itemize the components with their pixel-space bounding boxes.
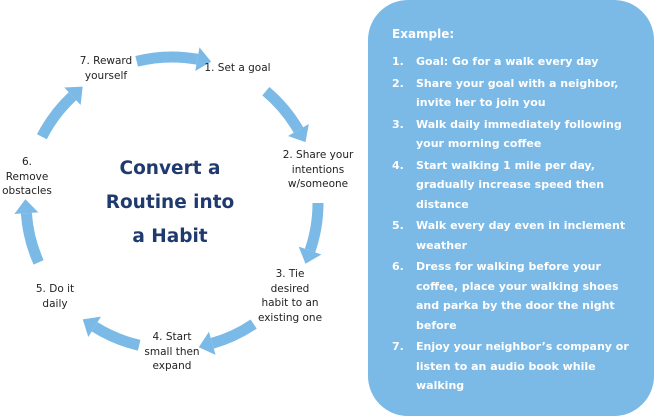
cycle-arrow-shaft [262, 86, 304, 133]
cycle-arrow-shaft [135, 51, 199, 67]
item-number: 5. [392, 219, 404, 232]
cycle-arrow-head-icon [14, 199, 39, 215]
cycle-arrow-head-icon [195, 47, 212, 72]
example-item: 4. Start walking 1 mile per day, graduall… [392, 156, 637, 215]
cycle-arrow-head-icon [82, 316, 101, 337]
example-list: 1. Goal: Go for a walk every day 2. Share … [392, 52, 637, 398]
item-text: Dress for walking before your coffee, pl… [416, 260, 619, 332]
cycle-arrow-shaft [304, 202, 324, 253]
step-2-share-intentions: 2. Share your intentions w/someone [282, 149, 354, 190]
item-text: Enjoy your neighbor’s company or listen … [416, 340, 629, 392]
cycle-arrow-shaft [20, 212, 44, 265]
cycle-arrow-head-icon [198, 331, 216, 355]
step-4-start-small: 4. Start small then expand [144, 331, 200, 372]
example-item: 7. Enjoy your neighbor’s company or liste… [392, 337, 637, 396]
item-text: Walk every day even in inclement weather [416, 219, 626, 252]
item-number: 1. [392, 55, 404, 68]
item-text: Walk daily immediately following your mo… [416, 117, 622, 151]
step-1-set-goal: 1. Set a goal [204, 62, 271, 74]
item-text: Start walking 1 mile per day, gradually … [416, 158, 605, 211]
item-number: 6. [392, 260, 404, 273]
item-text: Goal: Go for a walk every day [416, 55, 599, 68]
example-panel: Example: 1. Goal: Go for a walk every day… [368, 0, 654, 416]
example-item: 2. Share your goal with a neighbor, invit… [392, 74, 637, 113]
step-7-reward-yourself: 7. Reward yourself [79, 55, 133, 82]
example-heading: Example: [392, 27, 455, 41]
habit-cycle-arrows [14, 47, 324, 355]
cycle-arrow-head-icon [298, 246, 322, 264]
item-text: Share your goal with a neighbor, invite … [416, 76, 619, 110]
step-5-do-daily: 5. Do it daily [35, 283, 75, 310]
example-item: 3. Walk daily immediately following your … [392, 115, 637, 154]
example-item: 6. Dress for walking before your coffee, … [392, 257, 637, 335]
step-6-remove-obstacles: 6. Remove obstacles [2, 156, 52, 197]
diagram-title: Convert a Routine into a Habit [105, 158, 235, 247]
cycle-arrow-shaft [91, 322, 141, 351]
item-number: 4. [392, 158, 404, 172]
step-3-tie-habit: 3. Tie desired habit to an existing one [257, 268, 323, 324]
cycle-arrow-shaft [210, 319, 257, 349]
item-number: 7. [392, 340, 404, 353]
example-item: 5. Walk every day even in inclement weath… [392, 216, 637, 255]
cycle-arrow-head-icon [288, 124, 309, 143]
example-item: 1. Goal: Go for a walk every day [392, 52, 637, 72]
cycle-arrow-shaft [37, 92, 77, 140]
item-number: 2. [392, 76, 404, 90]
cycle-arrow-head-icon [64, 86, 83, 105]
item-number: 3. [392, 117, 404, 131]
